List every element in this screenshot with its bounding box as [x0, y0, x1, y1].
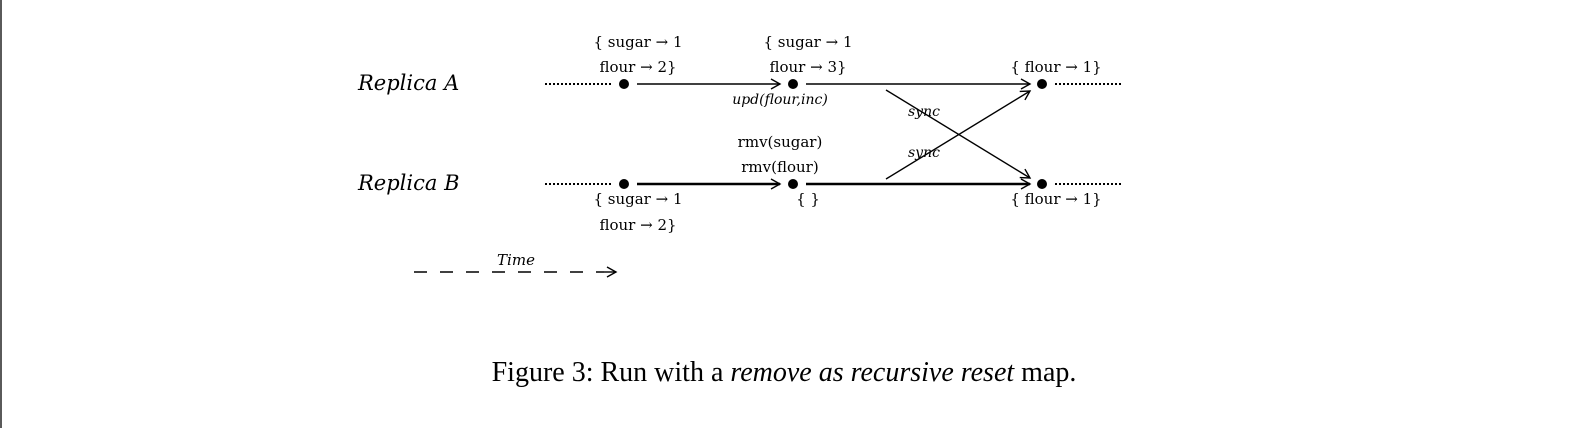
caption-prefix: Figure 3: Run with a [492, 357, 731, 388]
state-b3: { flour → 1} [1010, 190, 1101, 208]
replica-a-event-3 [1037, 79, 1047, 89]
replica-b-event-2 [788, 179, 798, 189]
state-a2-line1: { sugar → 1 [763, 33, 852, 51]
op-remove-flour: rmv(flour) [741, 158, 818, 176]
replica-b-event-1 [619, 179, 629, 189]
state-a3: { flour → 1} [1010, 58, 1101, 76]
replica-a-label: Replica A [357, 71, 459, 95]
figure-caption: Figure 3: Run with a remove as recursive… [492, 357, 1077, 388]
op-update-flour: upd(flour,inc) [732, 92, 828, 108]
caption-suffix: map. [1014, 357, 1076, 388]
replica-b-event-3 [1037, 179, 1047, 189]
state-b1-line2: flour → 2} [599, 216, 676, 234]
sync-arrow-a-to-b [885, 89, 1032, 179]
sync-arrow-b-to-a [885, 90, 1032, 180]
op-remove-sugar: rmv(sugar) [738, 133, 823, 151]
replica-a-event-2 [788, 79, 798, 89]
state-a1-line2: flour → 2} [599, 58, 676, 76]
state-a1-line1: { sugar → 1 [593, 33, 682, 51]
sync-label-bottom: sync [908, 145, 940, 161]
caption-emphasis: remove as recursive reset [730, 357, 1015, 388]
page-left-border [0, 0, 2, 428]
replica-a-event-1 [619, 79, 629, 89]
sync-label-top: sync [908, 104, 940, 120]
state-a2-line2: flour → 3} [769, 58, 846, 76]
state-b1-line1: { sugar → 1 [593, 190, 682, 208]
replica-b-label: Replica B [357, 171, 460, 195]
time-label: Time [497, 251, 535, 269]
state-b2: { } [796, 190, 820, 208]
